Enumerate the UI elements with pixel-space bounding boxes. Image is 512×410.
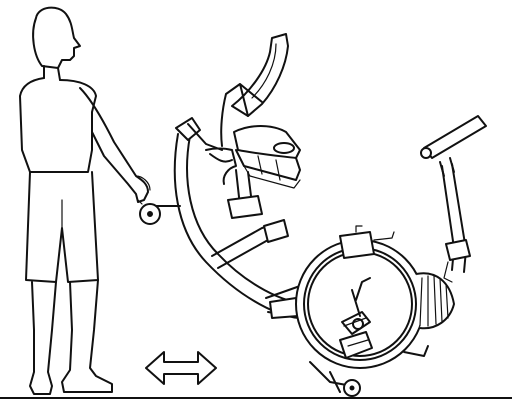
lower-frame-bracket xyxy=(269,297,299,319)
bike-frame-top-cap xyxy=(175,117,201,141)
housing-ribs xyxy=(419,275,449,327)
pedal-crank xyxy=(351,277,371,317)
person-head xyxy=(32,6,81,69)
transport-wheel-hub xyxy=(349,385,355,391)
rear-stabilizer-foot xyxy=(403,345,429,357)
bike-side-handle xyxy=(205,147,237,185)
flywheel-top-housing xyxy=(339,231,375,259)
rear-post-clamp xyxy=(445,239,471,261)
exercise-bike xyxy=(139,33,487,397)
rear-handle-cap xyxy=(420,147,432,159)
person-arm xyxy=(79,87,149,203)
front-wheel-hub xyxy=(147,211,153,217)
rear-handlebar xyxy=(423,115,487,159)
person-torso xyxy=(19,77,97,173)
rear-post-knob xyxy=(443,261,453,283)
person-hand xyxy=(135,175,151,205)
pedal-assembly xyxy=(339,277,373,359)
seat-back-inner xyxy=(251,43,277,99)
pedal-right xyxy=(339,331,373,359)
console-display xyxy=(273,142,295,154)
strut-clamp xyxy=(263,219,289,243)
pedal-strap xyxy=(343,317,369,347)
seat-back-support xyxy=(220,83,263,147)
person-neck xyxy=(43,65,61,81)
person-front-leg xyxy=(61,279,113,393)
bike-seat-back xyxy=(231,33,289,117)
bike-main-frame-inner xyxy=(186,135,311,305)
seat-slider-bracket xyxy=(227,195,263,219)
rear-handle-post xyxy=(439,157,455,177)
housing-knob xyxy=(355,225,395,241)
seat-rails xyxy=(243,155,301,189)
person-figure xyxy=(19,6,151,395)
person-back-leg xyxy=(29,281,57,395)
bike-seat xyxy=(233,125,301,159)
double-headed-arrow-icon xyxy=(145,351,217,385)
side-handle-cable xyxy=(209,153,233,163)
seat-base xyxy=(235,149,301,181)
